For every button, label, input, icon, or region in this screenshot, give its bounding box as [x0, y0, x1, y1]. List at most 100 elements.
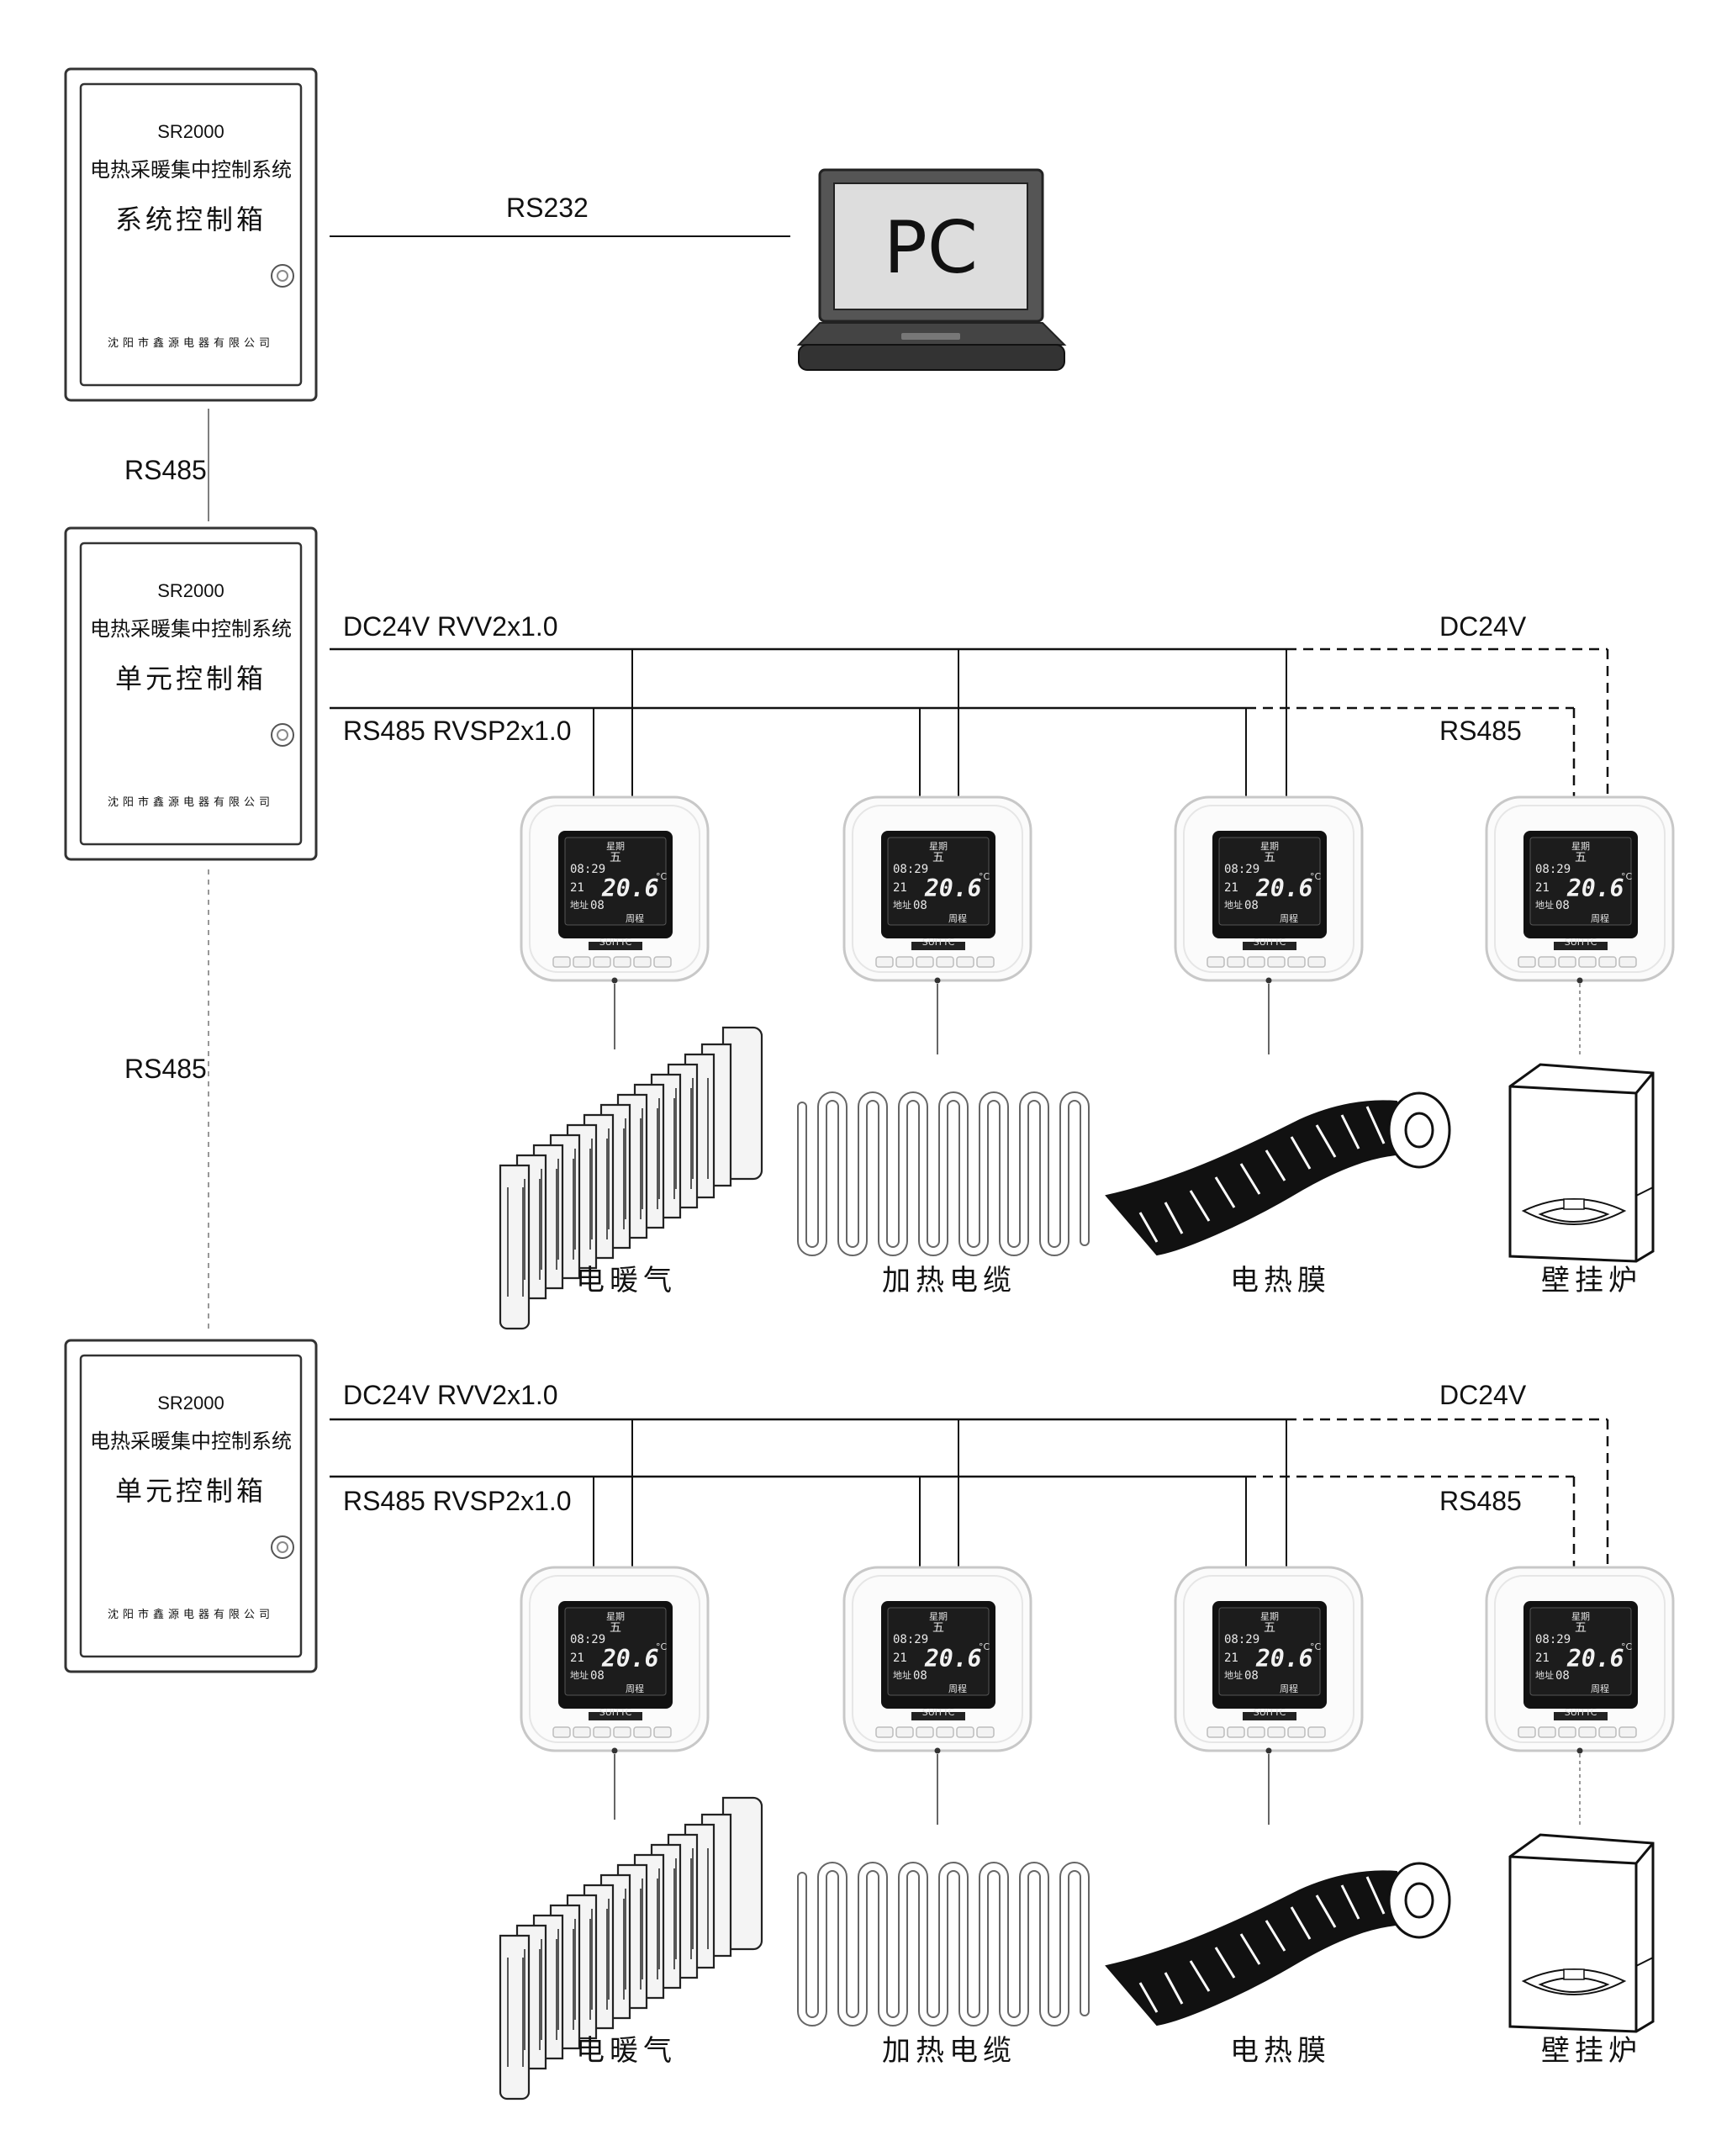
lcd-address-label: 地址 [570, 899, 589, 911]
lcd-address: 08 [1555, 899, 1570, 912]
lcd-setpoint: 21 [893, 881, 907, 895]
cabinet-company: 沈阳市鑫源电器有限公司 [108, 1608, 274, 1621]
lcd-address: 08 [1244, 1669, 1259, 1683]
wall-boiler-icon [1508, 1063, 1655, 1263]
lcd-weekday-caption: 星期 [606, 1611, 625, 1622]
lcd-setpoint: 21 [1224, 881, 1238, 895]
lcd-mode: 周程 [948, 1683, 967, 1694]
lcd-address-label: 地址 [570, 1669, 589, 1681]
power-ext-label: DC24V [1439, 611, 1527, 642]
lcd-temperature: 20.6 [924, 1645, 981, 1672]
lcd-temperature: 20.6 [1255, 1645, 1312, 1672]
lcd-mode: 周程 [1591, 913, 1609, 924]
device-label: 壁挂炉 [1541, 2034, 1642, 2068]
lcd-mode: 周程 [948, 913, 967, 924]
cabinet-model: SR2000 [157, 580, 224, 601]
lcd-time: 08:29 [1224, 1633, 1259, 1646]
lcd-weekday-caption: 星期 [929, 1611, 948, 1622]
lcd-setpoint: 21 [1535, 881, 1550, 895]
device-label: 加热电缆 [882, 2034, 1016, 2068]
lcd-mode: 周程 [1280, 913, 1298, 924]
lcd-time: 08:29 [1535, 1633, 1571, 1646]
lcd-address: 08 [913, 899, 927, 912]
cabinet-model: SR2000 [157, 1392, 224, 1414]
device-label: 电热膜 [1230, 1264, 1331, 1297]
lcd-time: 08:29 [893, 1633, 928, 1646]
lock-icon [271, 723, 294, 747]
lcd-mode: 周程 [626, 913, 644, 924]
lcd-weekday: 五 [1264, 1621, 1275, 1635]
lock-icon [271, 264, 294, 288]
cabinet-model: SR2000 [157, 121, 224, 142]
lcd-setpoint: 21 [570, 881, 584, 895]
lcd-weekday-caption: 星期 [1260, 841, 1279, 852]
lcd-address-label: 地址 [893, 899, 911, 911]
lock-icon [271, 1535, 294, 1559]
unit-control-cabinet-2: SR2000 电热采暖集中控制系统 单元控制箱 沈阳市鑫源电器有限公司 [64, 1339, 318, 1673]
lcd-weekday: 五 [610, 851, 621, 864]
lcd-weekday: 五 [1575, 1621, 1587, 1635]
lcd-setpoint: 21 [1224, 1651, 1238, 1665]
lcd-unit: °C [1310, 871, 1322, 882]
lcd-weekday-caption: 星期 [929, 841, 948, 852]
power-bus-label: DC24V RVV2x1.0 [343, 1380, 558, 1410]
cabinet-name: 单元控制箱 [115, 1475, 267, 1507]
lcd-address: 08 [913, 1669, 927, 1683]
lcd-address: 08 [590, 1669, 605, 1683]
lcd-address-label: 地址 [893, 1669, 911, 1681]
lcd-address-label: 地址 [1535, 1669, 1554, 1681]
heating-cable-icon [802, 1867, 1085, 2021]
lcd-time: 08:29 [570, 1633, 605, 1646]
lcd-address: 08 [1244, 899, 1259, 912]
thermostat-brand: SUITTC [1254, 937, 1286, 948]
lcd-mode: 周程 [1280, 1683, 1298, 1694]
lcd-weekday: 五 [932, 1621, 944, 1635]
device-group-2: DC24V RVV2x1.0 RS485 RVSP2x1.0 DC24V RS4… [330, 1380, 1609, 1567]
cabinet-name: 系统控制箱 [115, 203, 267, 235]
lcd-temperature: 20.6 [1255, 875, 1312, 902]
device-group-1: DC24V RVV2x1.0 RS485 RVSP2x1.0 DC24V RS4… [330, 611, 1609, 797]
lcd-setpoint: 21 [570, 1651, 584, 1665]
lcd-time: 08:29 [570, 863, 605, 876]
power-bus-label: DC24V RVV2x1.0 [343, 611, 558, 642]
lcd-mode: 周程 [1591, 1683, 1609, 1694]
cabinet-company: 沈阳市鑫源电器有限公司 [108, 795, 274, 809]
lcd-time: 08:29 [893, 863, 928, 876]
thermostat-brand: SUITTC [922, 937, 955, 948]
device-label: 电热膜 [1230, 2034, 1331, 2068]
lcd-setpoint: 21 [893, 1651, 907, 1665]
lcd-address: 08 [590, 899, 605, 912]
lcd-temperature: 20.6 [1566, 875, 1624, 902]
lcd-temperature: 20.6 [1566, 1645, 1624, 1672]
signal-ext-label: RS485 [1439, 716, 1522, 746]
lcd-unit: °C [656, 871, 668, 882]
lcd-unit: °C [1621, 1641, 1633, 1652]
lcd-weekday-caption: 星期 [1260, 1611, 1279, 1622]
pc-laptop: PC [796, 168, 1067, 371]
cabinet-system-name: 电热采暖集中控制系统 [90, 158, 292, 182]
lcd-temperature: 20.6 [601, 1645, 658, 1672]
thermostat-brand: SUITTC [599, 937, 632, 948]
rs485-link-label-mid: RS485 [124, 1054, 207, 1084]
wall-boiler-icon [1508, 1833, 1655, 2033]
device-label: 电暖气 [576, 1264, 677, 1297]
lcd-weekday: 五 [932, 851, 944, 864]
heating-film-icon [1105, 1862, 1451, 2027]
lcd-temperature: 20.6 [601, 875, 658, 902]
device-label: 壁挂炉 [1541, 1264, 1642, 1297]
cabinet-company: 沈阳市鑫源电器有限公司 [108, 336, 274, 350]
lcd-address-label: 地址 [1224, 1669, 1243, 1681]
signal-bus-label: RS485 RVSP2x1.0 [343, 716, 572, 746]
lcd-unit: °C [1621, 871, 1633, 882]
cabinet-system-name: 电热采暖集中控制系统 [90, 617, 292, 641]
thermostat-brand: SUITTC [1254, 1707, 1286, 1718]
